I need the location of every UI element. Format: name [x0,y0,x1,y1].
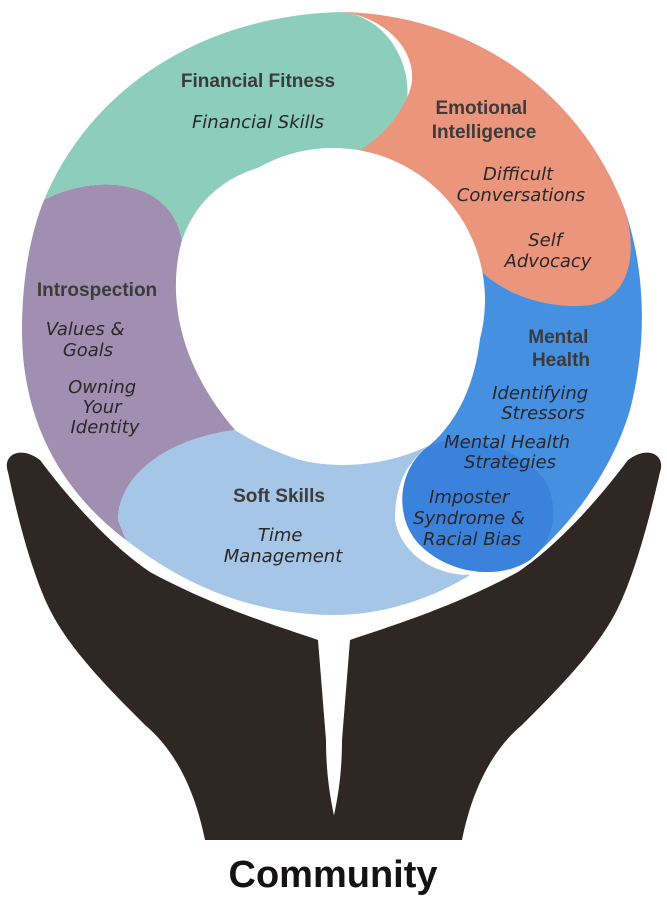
title-line: Intelligence [432,122,537,143]
item-line: Racial Bias [423,529,521,550]
item-line: Difficult [483,164,554,185]
mental-health-title: Mental Health [528,327,593,371]
segment-financial-fitness [44,12,408,240]
soft-skills-title: Soft Skills [233,486,325,507]
ring [22,12,642,615]
item-line: Conversations [457,185,585,206]
item-line: Values & [46,319,125,340]
item-line: Goals [63,340,113,361]
hands [6,452,662,840]
time-management-label: Time Management [224,525,344,567]
segment-imposter [402,439,554,572]
segment-soft-skills [118,430,470,615]
segment-emotional-intelligence [340,12,632,306]
item-line: Syndrome & [413,508,525,529]
introspection-title: Introspection [37,280,157,301]
segment-introspection [22,184,235,541]
financial-skills-label: Financial Skills [192,112,324,133]
item-line: Self [528,230,565,251]
financial-fitness-title: Financial Fitness [181,71,335,92]
ring-center [181,148,485,452]
item-line: Advocacy [504,251,592,272]
title-line: Health [532,350,590,371]
title-line: Emotional [435,98,527,119]
item-line: Imposter [429,487,511,508]
item-line: Identifying [492,383,588,404]
values-goals-label: Values & Goals [46,319,131,361]
item-line: Mental Health [444,432,570,453]
difficult-conversations-label: Difficult Conversations [457,164,585,206]
self-advocacy-label: Self Advocacy [504,230,592,272]
item-line: Owning [68,377,136,398]
title-line: Mental [528,327,588,348]
left-hand [6,452,340,840]
item-line: Management [224,546,344,567]
right-hand [328,452,662,840]
item-line: Time [258,525,303,546]
emotional-intelligence-title: Emotional Intelligence [432,98,537,143]
item-line: Strategies [464,452,556,473]
item-line: Your [83,397,123,418]
mental-health-strategies-label: Mental Health Strategies [444,432,576,473]
owning-identity-label: Owning Your Identity [68,377,142,438]
imposter-syndrome-label: Imposter Syndrome & Racial Bias [413,487,530,550]
community-label: Community [229,854,438,896]
identifying-stressors-label: Identifying Stressors [492,383,594,424]
item-line: Identity [71,417,140,438]
item-line: Stressors [501,403,585,424]
